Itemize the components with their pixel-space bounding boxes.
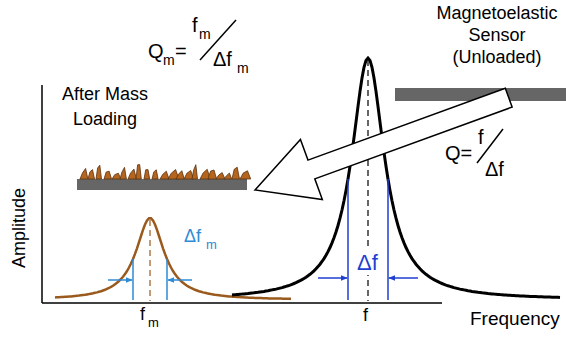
loaded-title: After Mass Loading [50,82,160,132]
peak-dashed-line [149,220,150,301]
x-axis [42,302,442,304]
bandwidth-line [347,179,349,300]
formula-symbol: Δf [213,48,232,71]
mass-particle [192,165,198,179]
formula-subscript: m [163,52,175,68]
mass-particle [152,170,158,179]
mass-particle [144,170,150,179]
mass-particle [240,171,251,179]
formula-symbol: f [478,126,484,149]
hollow-arrow [244,68,520,220]
mass-particle [224,173,232,179]
frequency-subscript: m [148,316,159,331]
bandwidth-line [166,259,168,300]
bandwidth-arrow [108,279,132,281]
mass-particle [160,171,169,179]
sensor-title: Magnetoelastic Sensor (Unloaded) [432,3,562,69]
bandwidth-arrow [389,277,418,279]
mass-particle [80,168,88,179]
bandwidth-arrow [168,279,192,281]
loaded-resonance-curve [55,218,291,298]
bandwidth-arrow [318,277,347,279]
mass-particle [232,167,240,179]
mass-particle [208,170,217,179]
formula-symbol: Q= [445,142,472,165]
mass-particle [104,171,112,179]
y-axis [41,85,43,303]
formula-symbol: Q [148,40,164,63]
loaded-sensor-bar [77,179,247,190]
mass-particle [136,165,141,179]
bandwidth-line [132,259,134,300]
mass-particle [128,169,136,179]
mass-particle [216,173,225,179]
unloaded-resonance-curve [232,58,560,297]
mass-particle [96,165,102,179]
mass-particle [88,170,95,179]
axis-label: Amplitude [9,188,30,268]
mass-particle [112,173,121,179]
formula-subscript: m [237,60,249,76]
mass-particles [80,165,251,179]
mass-particle [120,167,126,179]
axis-label: Frequency [470,308,560,330]
frequency-label: f [140,304,145,325]
bandwidth-label: Δf [356,250,379,275]
mass-particle [176,171,184,179]
bandwidth-subscript: m [206,238,217,253]
formula-symbol: Δf [485,158,504,181]
bandwidth-label: Δf [184,226,201,247]
frequency-label: f [363,305,368,326]
bandwidth-line [387,179,389,300]
formula-symbol: f [192,14,198,37]
formula-subscript: m [199,26,211,42]
formula-symbol: = [175,40,187,63]
